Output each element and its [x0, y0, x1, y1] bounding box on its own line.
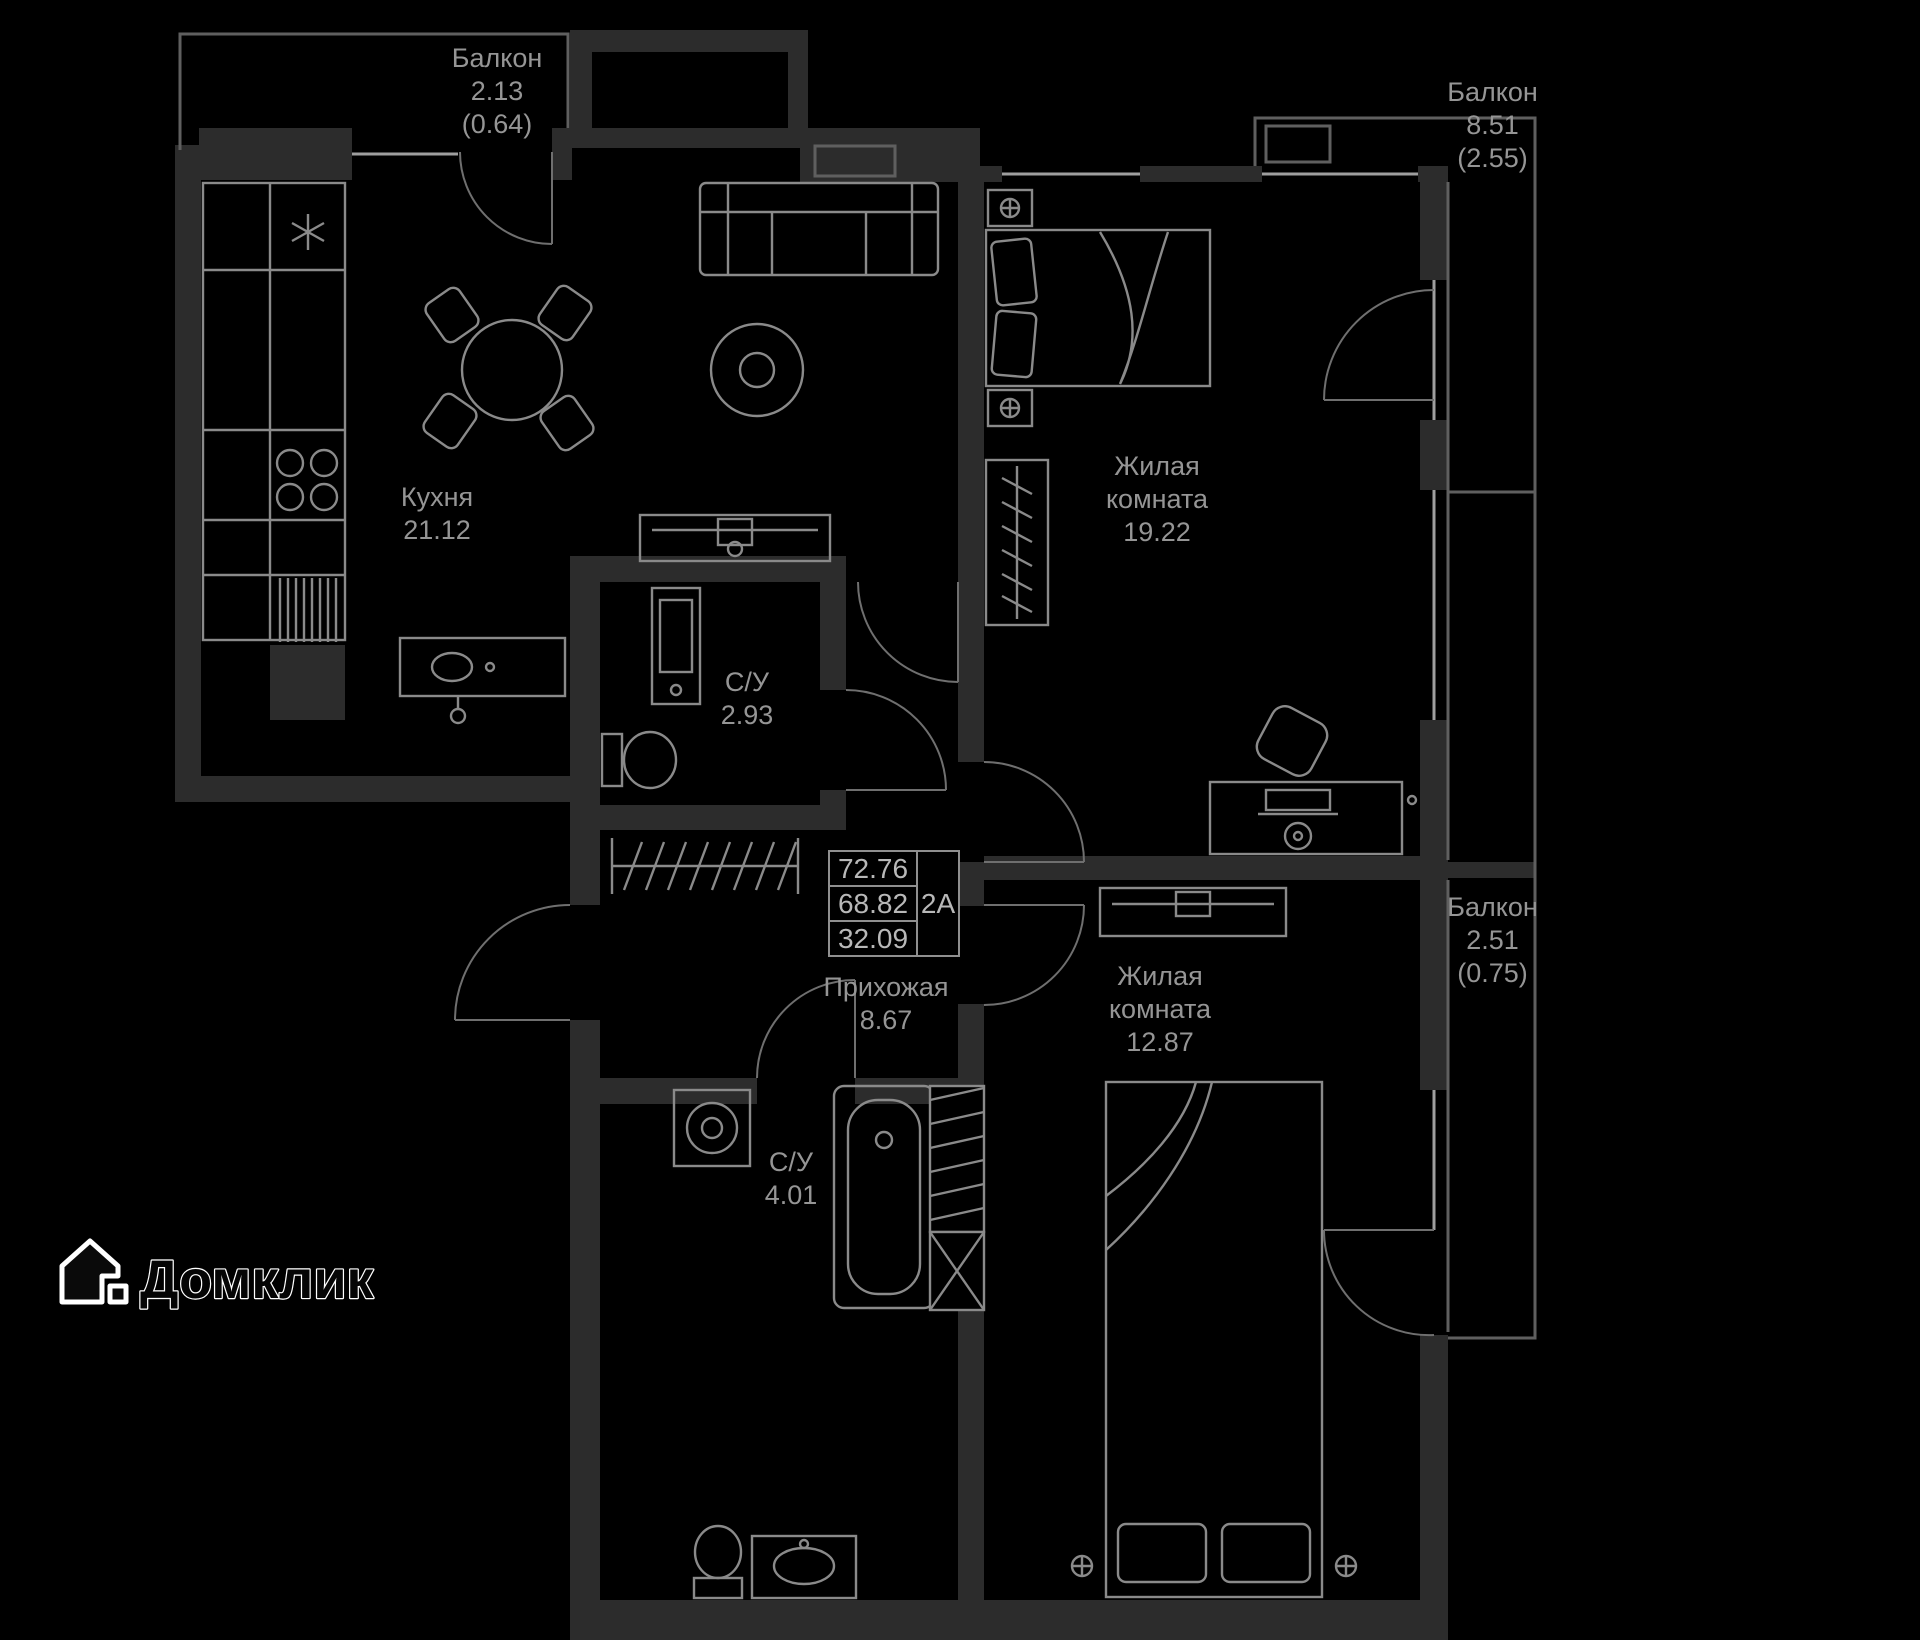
bathroom2-vanity — [750, 1534, 858, 1600]
room-name: комната — [1108, 994, 1212, 1024]
room-name: Жилая — [1117, 961, 1203, 991]
room-area: 19.22 — [1123, 517, 1191, 547]
desk — [1208, 780, 1418, 856]
windows — [352, 152, 1436, 1230]
coffee-table — [709, 322, 805, 418]
fridge-snowflake-icon — [291, 214, 325, 250]
room-name: комната — [1105, 484, 1209, 514]
room-name: Жилая — [1114, 451, 1200, 481]
room-name: С/У — [768, 1147, 814, 1177]
room-area: 8.51 — [1466, 110, 1519, 140]
room-name: С/У — [724, 667, 770, 697]
doors — [454, 151, 1435, 1337]
area-info-box: 72.76 68.82 32.09 2А — [828, 850, 960, 957]
sofa — [698, 181, 940, 277]
total-area-value: 72.76 — [830, 852, 916, 887]
domclick-logo-text: Домклик — [140, 1250, 375, 1310]
room-label-bathroom-top: С/У 2.93 — [687, 666, 807, 732]
domclick-house-icon — [59, 1238, 129, 1305]
balcony-outlines — [178, 32, 1537, 1340]
living-area-value: 32.09 — [837, 923, 909, 954]
tv-dresser — [1098, 886, 1288, 938]
bed-2 — [1070, 1080, 1358, 1599]
room-name: Прихожая — [823, 972, 949, 1002]
kitchen-sink — [398, 636, 567, 725]
room-area: 12.87 — [1126, 1027, 1194, 1057]
bathroom1-vanity — [650, 586, 702, 706]
room-name: Балкон — [1447, 892, 1538, 922]
room-label-hallway: Прихожая 8.67 — [786, 971, 986, 1037]
plan-code: 2А — [916, 852, 958, 955]
washing-machine — [672, 1088, 752, 1168]
room-label-balcony-right: Балкон 2.51 (0.75) — [1395, 891, 1590, 990]
room-name: Кухня — [400, 482, 474, 512]
area-values: 72.76 68.82 32.09 — [830, 852, 916, 955]
room-area: 4.01 — [764, 1180, 818, 1210]
room-area: 2.93 — [720, 700, 774, 730]
toilet-1 — [600, 730, 678, 790]
domclick-logo: Домклик — [52, 1228, 392, 1317]
room-label-living-room-bottom: Жилая комната 12.87 — [1060, 960, 1260, 1059]
room-area-reduced: (2.55) — [1457, 143, 1528, 173]
room-name: Балкон — [1447, 77, 1538, 107]
walls — [175, 30, 1535, 1640]
office-chair — [1255, 705, 1329, 777]
bed-1 — [984, 228, 1212, 388]
room-label-living-room-top: Жилая комната 19.22 — [1057, 450, 1257, 549]
toilet-2 — [692, 1524, 744, 1600]
room-area: 2.51 — [1466, 925, 1519, 955]
kitchen-table — [422, 284, 595, 452]
nightstand — [986, 188, 1034, 428]
room-area: 2.13 — [470, 76, 524, 106]
shaft — [928, 1084, 986, 1312]
reduced-area-value: 68.82 — [830, 887, 916, 922]
room-area: 21.12 — [403, 515, 471, 545]
room-label-bathroom-bottom: С/У 4.01 — [731, 1146, 851, 1212]
room-name: Балкон — [451, 43, 543, 73]
tv-stand — [638, 513, 832, 563]
room-label-balcony-top-left: Балкон 2.13 (0.64) — [377, 42, 617, 141]
room-area: 8.67 — [859, 1005, 913, 1035]
room-label-balcony-top-right: Балкон 8.51 (2.55) — [1395, 76, 1590, 175]
wardrobe — [984, 458, 1050, 627]
domclick-logo-svg: Домклик — [59, 1238, 376, 1311]
coat-rack — [610, 838, 800, 894]
kitchen-counter — [201, 181, 347, 642]
stove-burners-icon — [275, 448, 339, 512]
ac-unit — [813, 124, 1332, 178]
room-label-kitchen: Кухня 21.12 — [337, 481, 537, 547]
room-area-reduced: (0.75) — [1457, 958, 1528, 988]
room-area-reduced: (0.64) — [461, 109, 533, 139]
